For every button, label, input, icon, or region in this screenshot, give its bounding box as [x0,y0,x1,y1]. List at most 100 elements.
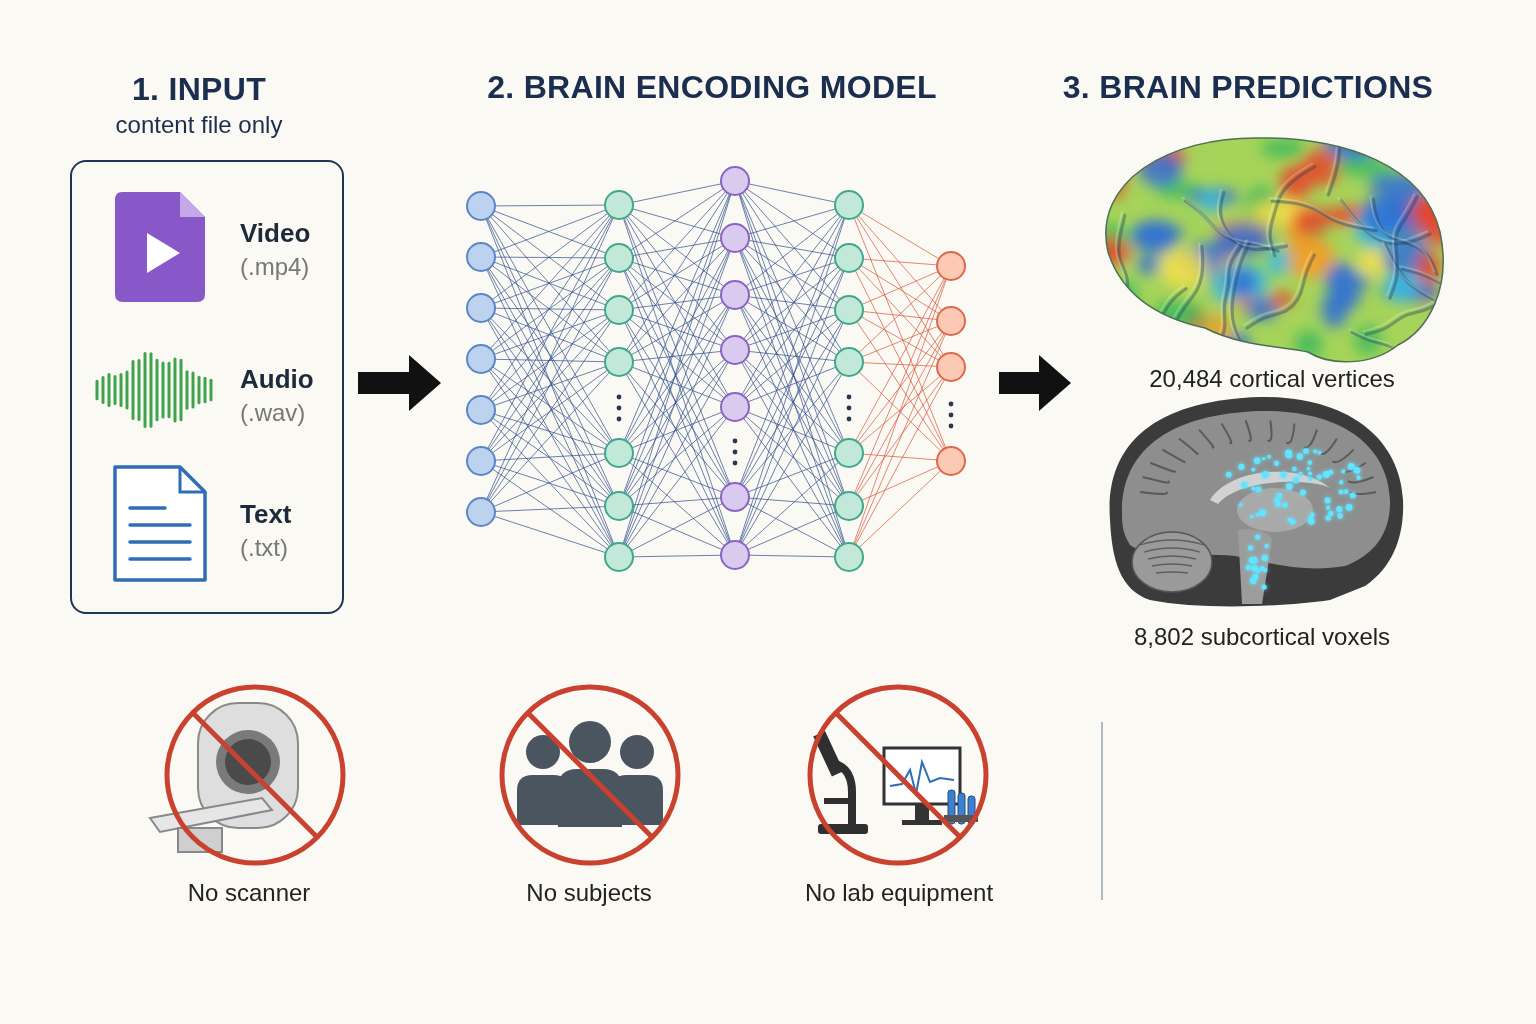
map-caption: 20,484 cortical vertices [1149,364,1394,394]
network-neuron [605,348,633,376]
network-wire [481,453,619,512]
network-wire [849,205,951,321]
icon-caption: No scanner [188,878,311,908]
network-wire [481,410,619,506]
cortex-base [1106,138,1443,362]
voxel-dot [1248,545,1253,550]
voxel-dot [1290,519,1296,525]
text-line [130,506,165,510]
voxel-dot [1238,464,1244,470]
cortex-patch [1403,133,1438,171]
lab-equipment-icon [813,731,978,834]
ellipsis-dot [847,417,852,422]
voxel-dot [1239,503,1243,507]
block-arrow [999,355,1071,411]
network-wire [735,258,849,407]
sulcus-line [1199,430,1213,448]
network-wire [735,350,849,453]
ellipsis-dot [733,461,738,466]
network-wire [849,258,951,461]
voxel-dot [1255,513,1259,517]
voxel-dot [1325,515,1330,520]
gyrus-highlight [1049,268,1129,316]
network-wire [619,238,735,557]
voxel-dot [1303,448,1309,454]
network-wire [735,238,849,453]
network-neuron [605,191,633,219]
cortex-patch [1324,121,1382,160]
voxel-dot [1259,509,1266,516]
network-wire [735,181,849,258]
sulcus-line [1320,438,1337,454]
audio-bar [96,381,99,399]
cortex-patch [1295,330,1323,359]
voxel-dot [1287,484,1292,489]
network-neuron [467,345,495,373]
voxel-dot [1292,467,1297,472]
network-wire [619,310,735,407]
monitor-foot [902,820,942,825]
network-wire [481,359,619,557]
network-wire [849,258,951,266]
cortex-patch [1271,291,1294,306]
voxel-dot [1255,486,1261,492]
voxel-dot [1328,511,1333,516]
network-neuron [937,307,965,335]
sulcus-line [1163,450,1185,463]
voxel-dot [1308,477,1312,481]
brainstem [1238,529,1272,604]
voxel-dot [1337,513,1343,519]
divider-line [1101,722,1103,900]
gyrus-shadow [1270,167,1315,256]
text-line [130,557,190,561]
audio-bar [132,361,135,418]
network-wire [849,461,951,506]
file-extension: (.mp4) [240,250,310,283]
network-wire [735,310,849,350]
network-wire [735,453,849,555]
network-wire [481,258,619,308]
audio-bar [156,360,159,420]
voxel-dot [1344,489,1349,494]
sulcus-line [1268,420,1272,440]
network-neuron [721,281,749,309]
video-fold [180,192,205,217]
ellipsis-dot [949,413,954,418]
cortex-blobs [1071,118,1457,387]
cortex-patch [1131,220,1179,254]
gyrus-shadow [1373,199,1437,274]
network-wire [481,453,619,461]
network-wire [735,310,849,407]
text-icon [115,467,205,580]
cortex-patch [1088,339,1147,364]
text-fold [180,467,205,492]
item-name: Audio [240,363,314,396]
prohibition-sign [167,687,343,863]
network-wire [619,238,735,258]
cortex-patch [1139,151,1183,186]
network-wire [849,453,951,461]
gyrus-highlight [1229,240,1247,344]
map-caption: 8,802 subcortical voxels [1134,622,1390,652]
cortex-patch [1137,256,1161,275]
thalamus [1237,488,1313,532]
head-outline [1110,397,1404,606]
gyrus-highlight [1116,212,1125,317]
gyrus-highlight [1087,301,1172,350]
network-wire [619,181,735,258]
voxel-dot [1325,497,1331,503]
ellipsis-dot [949,402,954,407]
input-item: Audio(.wav) [240,363,314,429]
network-neuron [721,393,749,421]
sulcus-line [1150,463,1175,472]
network-neuron [467,294,495,322]
cerebellum-fold [1148,556,1196,559]
network-wire [849,367,951,557]
network-wire [735,205,849,497]
network-neuron [835,348,863,376]
network-wire [619,205,735,555]
network-wire [619,238,735,453]
audio-bar [138,361,141,420]
text-line [130,523,190,527]
